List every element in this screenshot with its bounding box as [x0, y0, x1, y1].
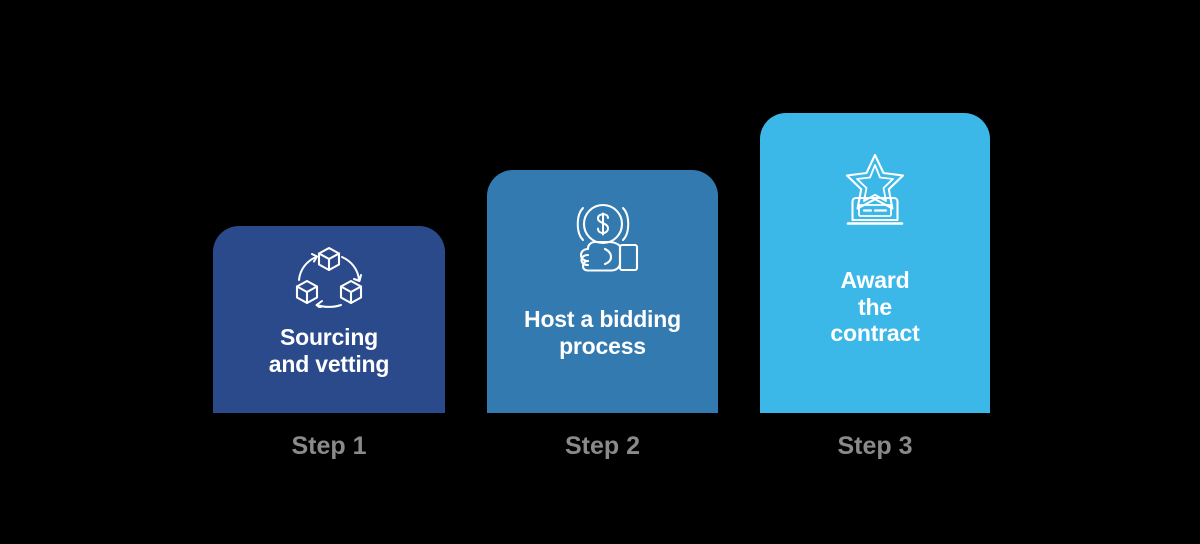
star-trophy-icon	[834, 151, 916, 227]
step-card-title-1: Sourcing and vetting	[268, 323, 390, 377]
step-card-1[interactable]: Sourcing and vetting	[213, 226, 445, 413]
step-label-3: Step 3	[837, 432, 913, 460]
step-card-2[interactable]: Host a bidding process	[487, 170, 718, 413]
step-column-3: Award the contract Step 3	[760, 0, 990, 544]
cubes-network-icon	[290, 244, 368, 308]
step-label-2: Step 2	[564, 432, 641, 460]
step-column-1: Sourcing and vetting Step 1	[213, 0, 445, 544]
hand-holding-dollar-coin-icon	[563, 200, 643, 274]
steps-row: Sourcing and vetting Step 1	[213, 0, 990, 544]
step-card-3[interactable]: Award the contract	[760, 113, 990, 413]
step-label-1: Step 1	[291, 432, 367, 460]
step-card-title-3: Award the contract	[830, 266, 920, 347]
step-column-2: Host a bidding process Step 2	[487, 0, 718, 544]
step-card-title-2: Host a bidding process	[524, 305, 681, 359]
